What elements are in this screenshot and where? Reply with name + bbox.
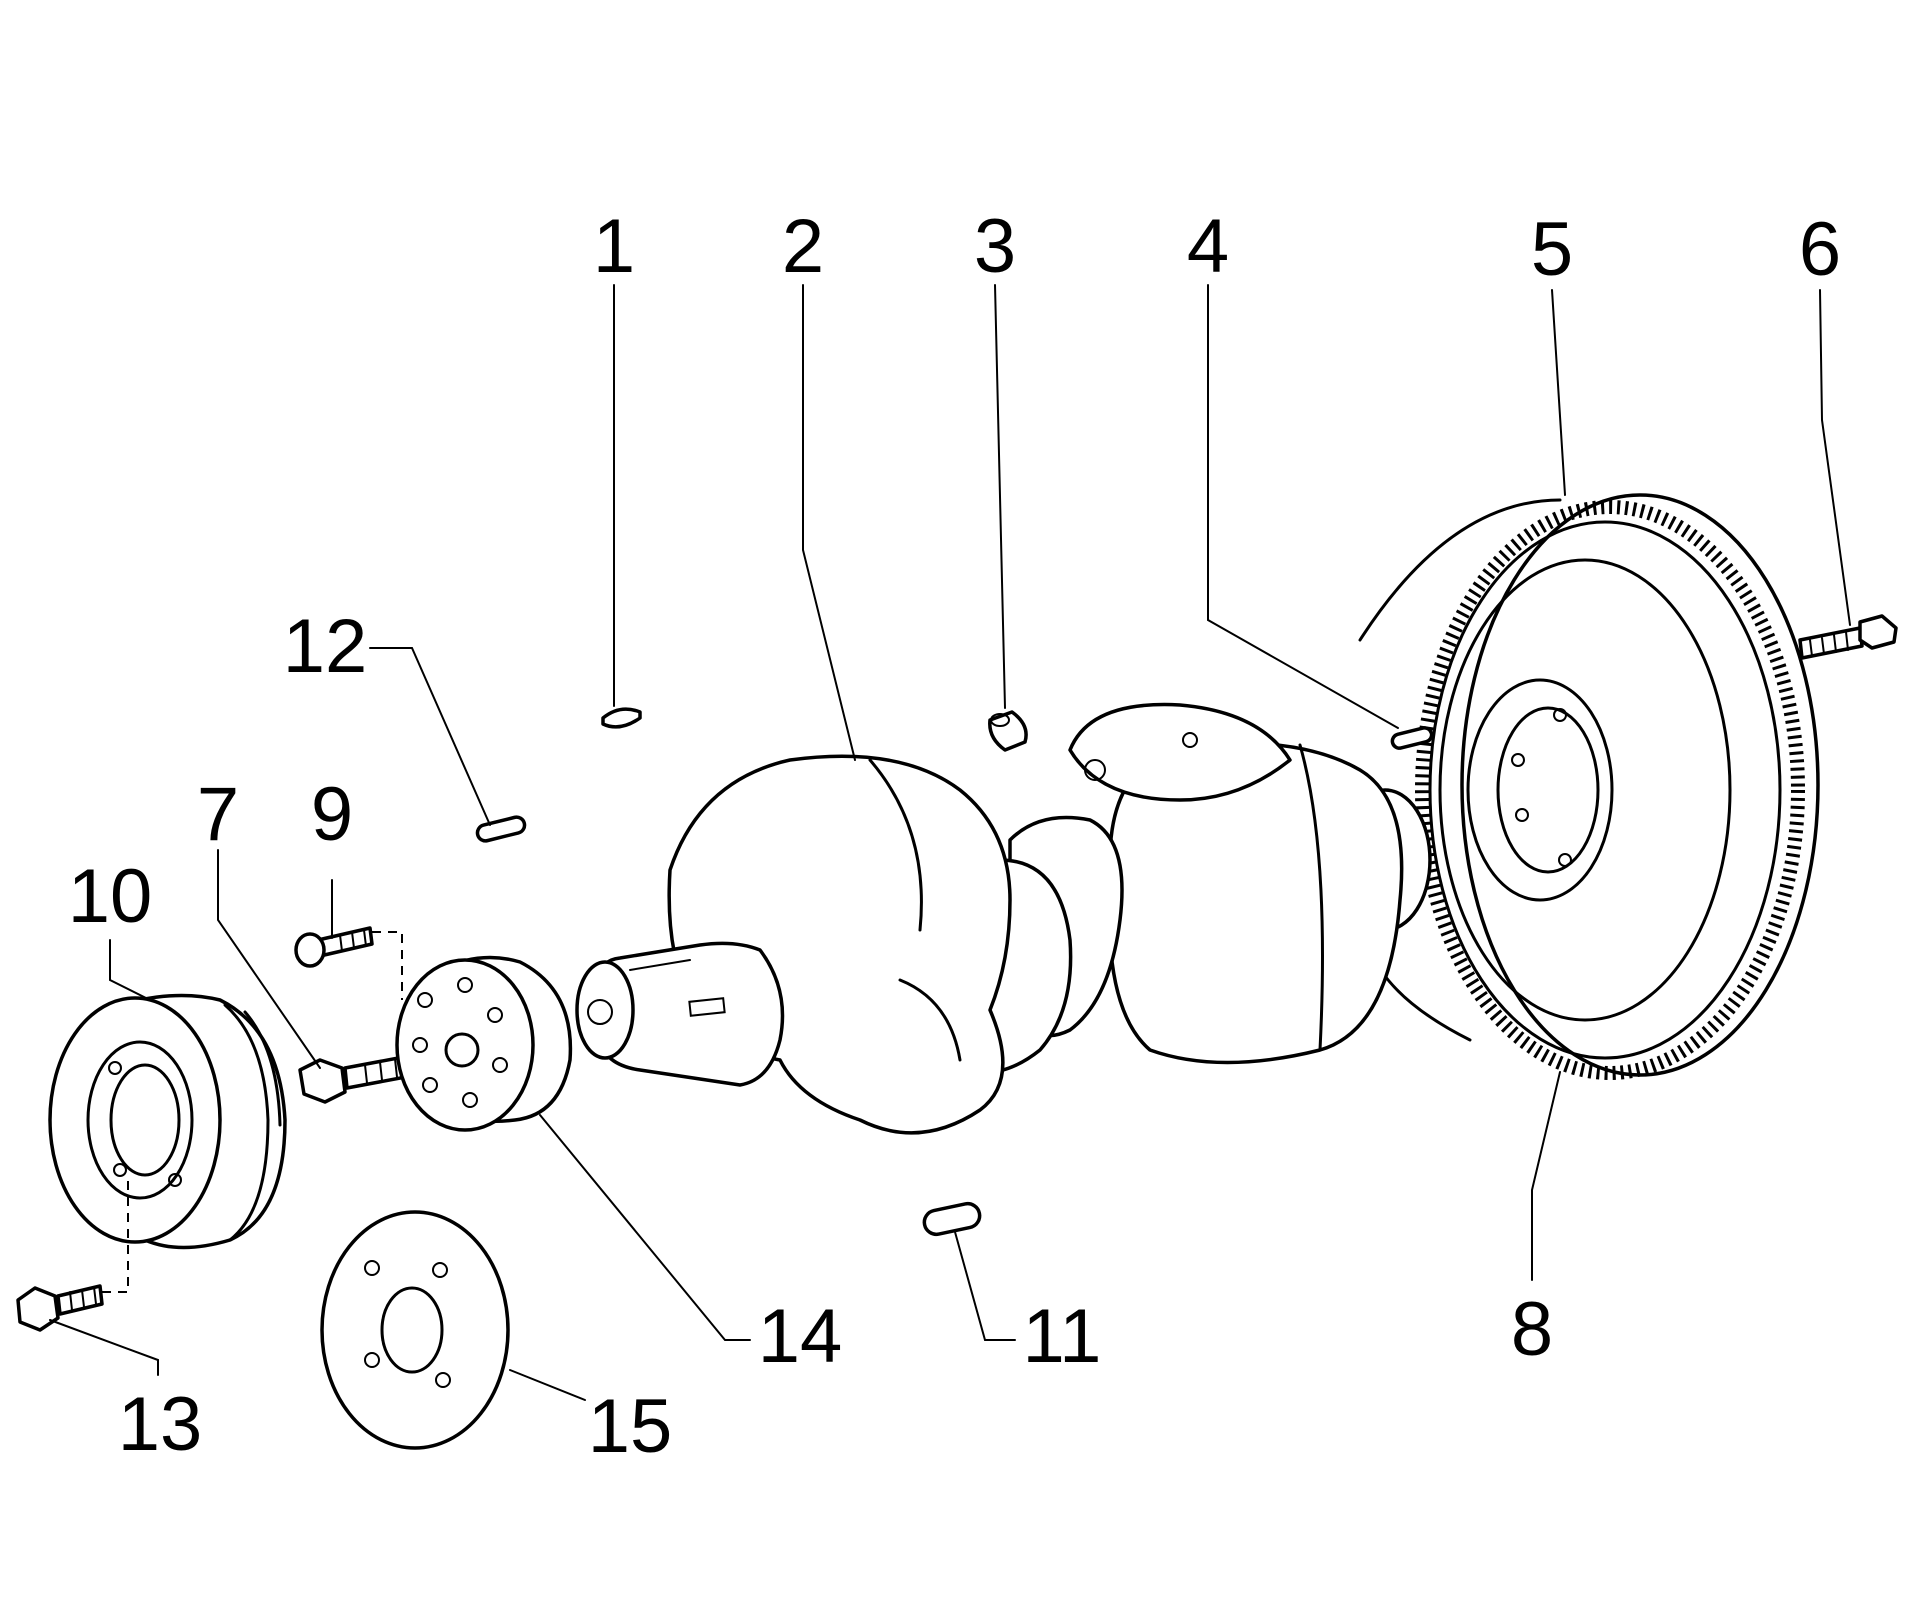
callout-7: 7: [197, 772, 239, 857]
callout-14: 14: [758, 1294, 843, 1379]
crankshaft-part-2: [575, 702, 1432, 1135]
callout-2: 2: [782, 204, 824, 289]
callout-3: 3: [974, 204, 1016, 289]
assembly-line-13: [102, 1180, 129, 1293]
screw-part-9: [294, 926, 374, 968]
callout-labels: 1 2 3 4 5 6 7 8 9 10 11 12 13 14 15: [68, 204, 1841, 1469]
plate-part-15: [320, 1210, 510, 1450]
pulley-part-10: [48, 993, 287, 1250]
callout-1: 1: [593, 204, 635, 289]
dowel-pin-part-12: [475, 815, 527, 843]
bush-part-3: [988, 710, 1028, 752]
bolt-part-13: [16, 1284, 104, 1332]
bolt-part-6: [1798, 614, 1898, 660]
key-part-1: [601, 707, 642, 729]
leader-lines: [49, 284, 1851, 1401]
callout-4: 4: [1187, 204, 1229, 289]
callout-5: 5: [1531, 207, 1573, 292]
callout-8: 8: [1511, 1287, 1553, 1372]
hub-part-14: [395, 955, 573, 1132]
key-part-11: [922, 1201, 982, 1237]
dowel-pin-part-4: [1390, 726, 1434, 750]
callout-10: 10: [68, 854, 153, 939]
callout-6: 6: [1799, 207, 1841, 292]
callout-15: 15: [588, 1384, 673, 1469]
callout-9: 9: [311, 772, 353, 857]
flywheel-part-5: [1358, 493, 1820, 1080]
callout-12: 12: [283, 604, 368, 689]
assembly-line-9: [372, 931, 403, 1000]
callout-13: 13: [118, 1382, 203, 1467]
callout-11: 11: [1023, 1294, 1102, 1379]
